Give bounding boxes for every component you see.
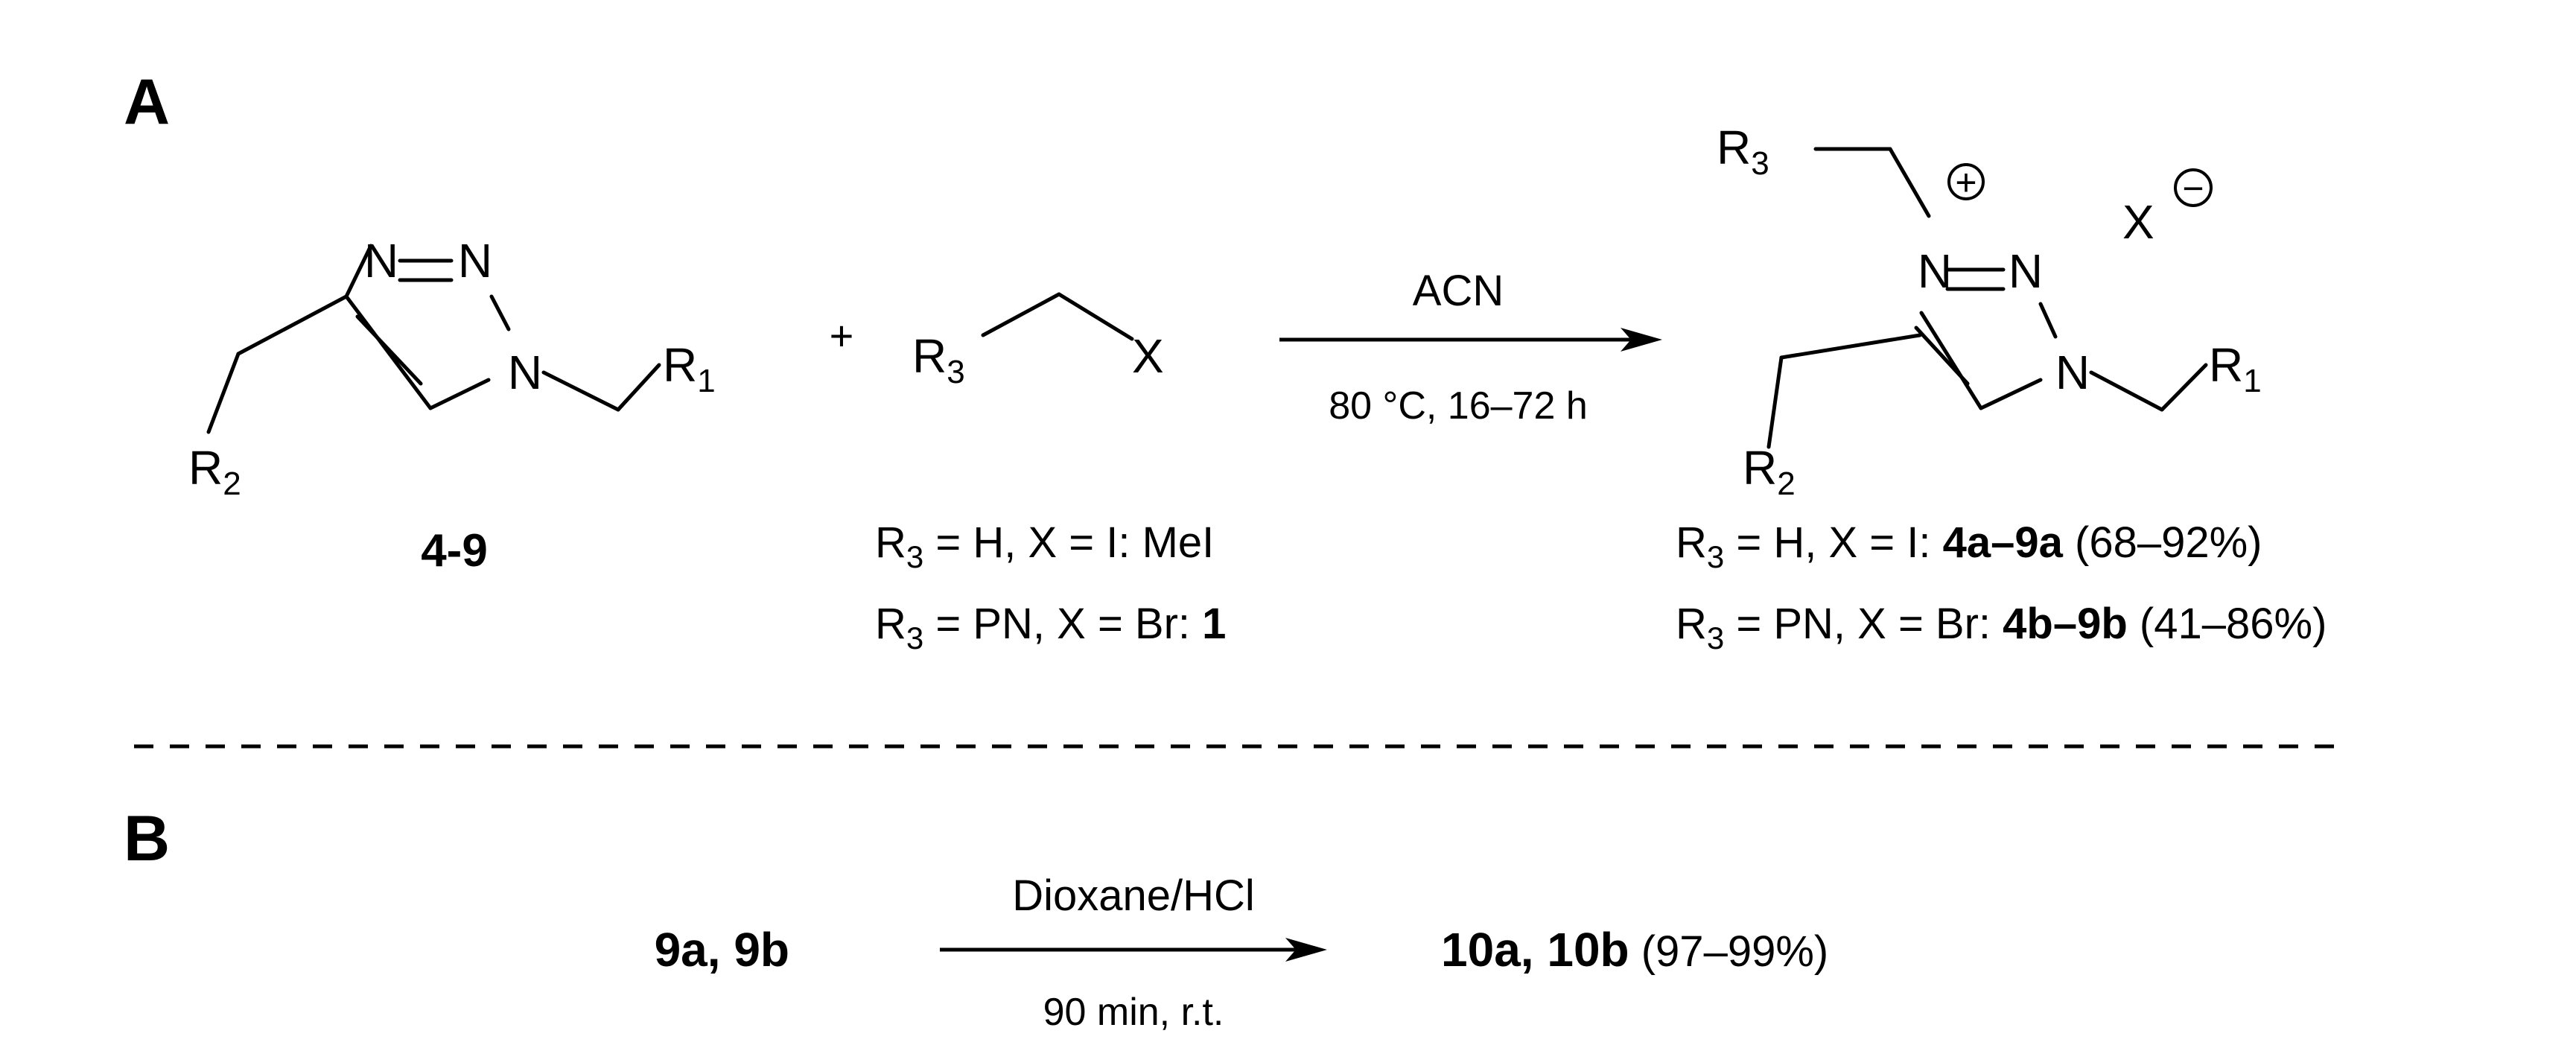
- arrow-a-conditions: 80 °C, 16–72 h: [1329, 384, 1588, 428]
- reagent-option-1: R3 = PN, X = Br: 1: [875, 600, 1226, 655]
- compound-id-4-9: 4-9: [421, 525, 488, 577]
- arrow-a-solvent: ACN: [1413, 267, 1504, 315]
- negative-charge-icon: [2174, 168, 2213, 207]
- alkylating-reagent: R3 X: [912, 292, 1164, 390]
- reactant-9a-9b: 9a, 9b: [655, 923, 789, 977]
- atom-n3-left: N: [508, 346, 542, 399]
- substituent-r1-left: R1: [663, 338, 716, 399]
- triazolium-product: R3 + N N N R1 R2 X −: [1717, 121, 2262, 502]
- reagent-option-mei: R3 = H, X = I: MeI: [875, 518, 1214, 574]
- substituent-r3-reagent: R3: [912, 329, 965, 390]
- atom-n1-product: N: [1918, 244, 1952, 298]
- plus-sign: +: [830, 312, 854, 359]
- atom-n3-product: N: [2055, 346, 2090, 399]
- atom-n2-product: N: [2009, 244, 2043, 298]
- substituent-r2-left: R2: [188, 441, 241, 502]
- atom-n1-left: N: [364, 234, 398, 288]
- substituent-r2-product: R2: [1743, 441, 1796, 502]
- arrow-b-reagent: Dioxane/HCl: [1012, 871, 1255, 920]
- panel-label-a: A: [124, 66, 170, 138]
- atom-n2-left: N: [458, 234, 492, 288]
- panel-label-b: B: [124, 803, 170, 874]
- product-option-a-series: R3 = H, X = I: 4a–9a (68–92%): [1676, 518, 2262, 574]
- substituent-r3-product: R3: [1717, 121, 1769, 182]
- substituent-r1-product: R1: [2209, 338, 2262, 399]
- product-option-b-series: R3 = PN, X = Br: 4b–9b (41–86%): [1676, 600, 2327, 655]
- counterion-x: X: [2122, 195, 2154, 249]
- triazole-starting-material: N N N R1 R2: [188, 234, 716, 502]
- arrow-b-conditions: 90 min, r.t.: [1043, 991, 1224, 1034]
- product-10a-10b: 10a, 10b (97–99%): [1441, 923, 1828, 977]
- reaction-arrow-b: [940, 938, 1327, 962]
- leaving-group-x: X: [1132, 329, 1164, 383]
- positive-charge-symbol: +: [1955, 162, 1976, 203]
- negative-charge-symbol: −: [2182, 168, 2204, 209]
- positive-charge-icon: [1947, 163, 1985, 200]
- reaction-arrow-a: [1279, 328, 1662, 352]
